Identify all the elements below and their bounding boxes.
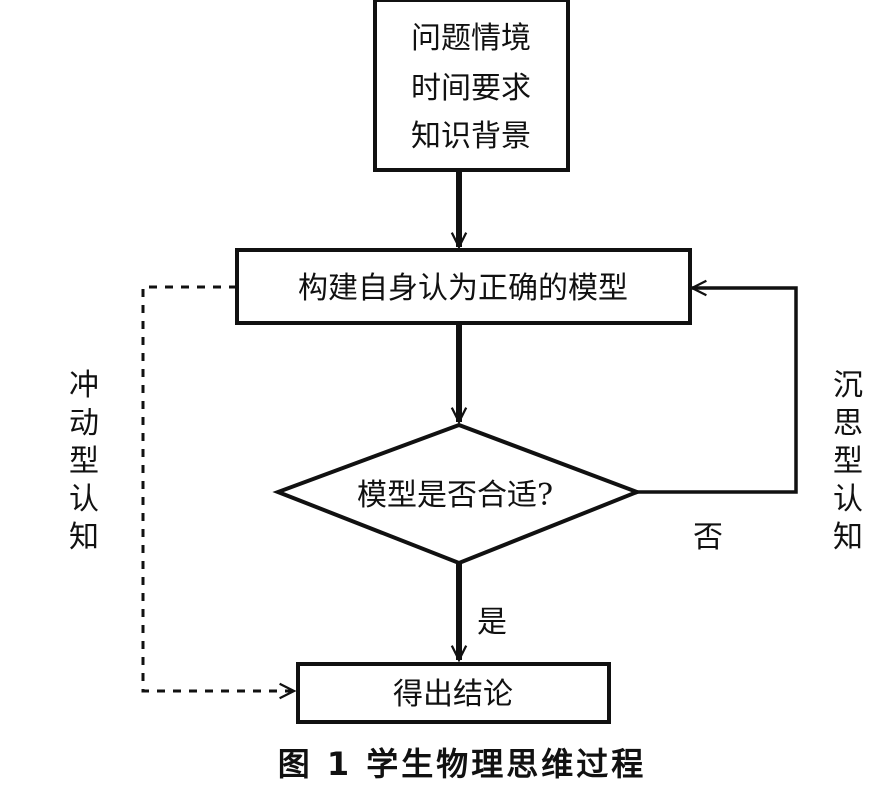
reflective-char-2: 思	[833, 406, 863, 441]
start-node-line-3: 知识背景	[411, 119, 531, 154]
impulsive-char-4: 认	[69, 482, 99, 517]
impulsive-cognition-label: 冲 动 型 认 知	[69, 368, 99, 555]
decision-node: 模型是否合适?	[272, 422, 643, 566]
reflective-cognition-label: 沉 思 型 认 知	[833, 368, 863, 555]
reflective-char-1: 沉	[833, 368, 863, 403]
figure-caption: 图 1 学生物理思维过程	[278, 745, 647, 783]
impulsive-char-2: 动	[69, 406, 99, 441]
yes-label: 是	[477, 605, 507, 640]
no-label: 否	[693, 520, 723, 555]
edge-impulsive-dashed	[141, 285, 294, 691]
reflective-char-4: 认	[833, 482, 863, 517]
impulsive-char-3: 型	[69, 444, 99, 479]
reflective-char-3: 型	[833, 444, 863, 479]
impulsive-char-1: 冲	[69, 368, 99, 403]
start-node: 问题情境 时间要求 知识背景	[373, 0, 570, 172]
start-node-line-2: 时间要求	[411, 71, 531, 106]
start-node-line-1: 问题情境	[411, 21, 531, 56]
result-node: 得出结论	[296, 662, 611, 724]
impulsive-char-5: 知	[69, 520, 99, 555]
result-label: 得出结论	[393, 677, 513, 712]
edge-no-loop	[637, 288, 798, 494]
build-model-label: 构建自身认为正确的模型	[298, 271, 628, 306]
reflective-char-5: 知	[833, 520, 863, 555]
decision-label: 模型是否合适?	[357, 478, 553, 513]
build-model-node: 构建自身认为正确的模型	[235, 248, 692, 325]
